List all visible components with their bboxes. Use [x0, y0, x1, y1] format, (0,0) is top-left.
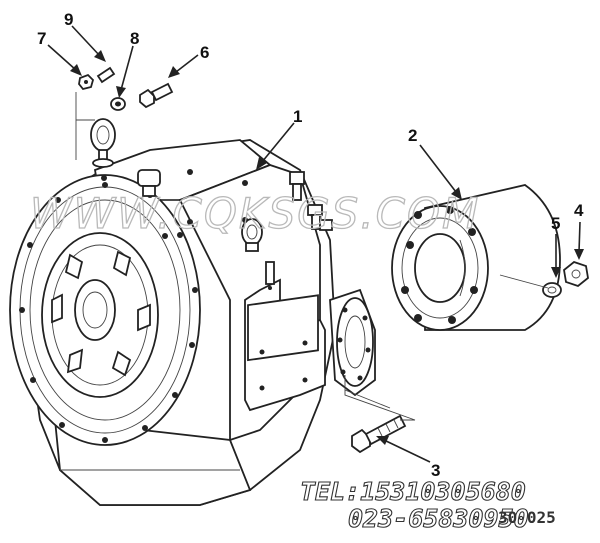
callout-7: 7 — [37, 29, 46, 48]
housing-output-flange — [329, 288, 376, 397]
flywheel-coupling — [41, 232, 159, 398]
top-fittings — [289, 171, 333, 231]
flange-bolt — [351, 414, 407, 454]
callout-4: 4 — [574, 201, 584, 220]
side-lifting-eye — [241, 218, 263, 252]
watermark-text: WWW.CQKSGS.COM — [30, 189, 480, 238]
contact-tel: TEL:15310305680 — [300, 477, 526, 506]
companion-flange — [391, 184, 561, 331]
hex-nut-small — [78, 73, 95, 91]
contact-phone: 023-65830950 — [348, 504, 529, 533]
callout-3: 3 — [431, 461, 440, 480]
flange-nut — [563, 260, 589, 288]
callout-5: 5 — [551, 214, 560, 233]
housing-bolt-circle — [19, 182, 198, 443]
callout-1: 1 — [293, 107, 302, 126]
callout-arrows — [47, 25, 584, 463]
flange-washer — [542, 282, 562, 298]
callout-2: 2 — [408, 126, 417, 145]
cap-screw — [139, 82, 174, 109]
callout-6: 6 — [200, 43, 209, 62]
control-valve-block — [244, 261, 326, 412]
lock-washer — [110, 97, 126, 111]
breather-cap — [137, 169, 161, 197]
transmission-housing — [9, 118, 376, 506]
callout-labels: 1 2 3 4 5 6 7 8 9 — [37, 10, 584, 480]
callout-9: 9 — [64, 10, 73, 29]
callout-8: 8 — [130, 29, 139, 48]
stud — [96, 66, 116, 84]
drawing-code: 30 025 — [498, 508, 556, 527]
assembly-lines — [75, 92, 549, 421]
lifting-eye — [90, 118, 116, 168]
